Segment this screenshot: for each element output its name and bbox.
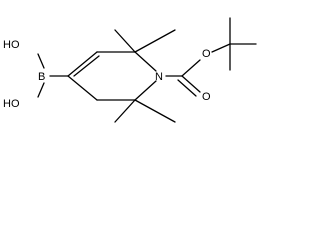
bond-n-c2	[134, 80, 157, 101]
bond-c6-methyl-left	[114, 29, 136, 53]
bond-carbonyl-o-double-inner	[177, 79, 197, 97]
atom-label-b: B	[38, 71, 45, 83]
bond-c2-methyl-right	[134, 99, 176, 123]
atom-label-oh-top: HO	[3, 39, 20, 51]
atom-label-oh-bottom: HO	[3, 98, 20, 110]
atom-label-o-carbonyl: O	[202, 91, 211, 103]
bond-b-oh-top	[37, 53, 45, 69]
bond-c4-c5-double-inner	[73, 55, 100, 77]
bond-c6-n	[134, 51, 157, 72]
bond-carbonyl-o-ester	[181, 59, 201, 77]
bond-c3-c4	[67, 75, 98, 101]
bond-o-tbutyl	[211, 43, 231, 53]
bond-c4-c5-double	[67, 51, 98, 77]
bond-carbonyl-o-double	[181, 75, 201, 93]
atom-label-n: N	[155, 71, 163, 83]
molecular-structure-diagram: B HO HO N O O	[3, 17, 257, 123]
atom-label-o-ester: O	[202, 48, 211, 60]
bond-c2-methyl-left	[114, 99, 136, 123]
bond-b-oh-bottom	[37, 82, 45, 98]
bond-c6-methyl-right	[134, 29, 176, 53]
